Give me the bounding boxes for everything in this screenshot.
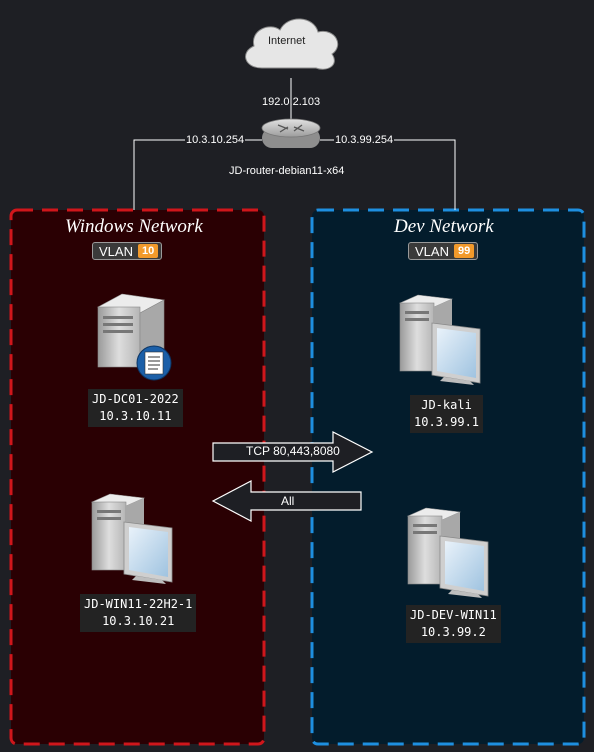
flow-label-all: All xyxy=(281,494,295,508)
host-label-dc01: JD-DC01-2022 10.3.10.11 xyxy=(88,389,183,427)
workstation-icon xyxy=(90,493,173,584)
flow-arrow-left xyxy=(211,480,362,522)
dev-network-title: Dev Network xyxy=(394,216,494,237)
host-ip: 10.3.10.11 xyxy=(99,409,172,423)
host-label-win11: JD-WIN11-22H2-1 10.3.10.21 xyxy=(80,594,197,632)
host-name: JD-DEV-WIN11 xyxy=(410,608,497,622)
vlan-id: 10 xyxy=(137,244,159,258)
dev-network-zone xyxy=(310,208,586,746)
workstation-icon xyxy=(398,294,481,385)
router-name: JD-router-debian11-x64 xyxy=(229,165,345,177)
host-label-dev-win11: JD-DEV-WIN11 10.3.99.2 xyxy=(406,605,501,643)
host-ip: 10.3.99.1 xyxy=(414,415,480,429)
router-icon xyxy=(261,118,321,148)
host-name: JD-kali xyxy=(421,398,472,412)
workstation-icon xyxy=(406,507,489,598)
flow-label-tcp: TCP 80,443,8080 xyxy=(246,444,340,458)
vlan-label: VLAN xyxy=(415,243,449,259)
vlan-id: 99 xyxy=(453,244,475,258)
host-name: JD-WIN11-22H2-1 xyxy=(84,597,193,611)
dev-vlan-badge: VLAN 99 xyxy=(408,242,479,260)
windows-network-title: Windows Network xyxy=(65,216,203,237)
vlan-label: VLAN xyxy=(99,243,133,259)
windows-network-zone xyxy=(9,208,266,746)
host-label-kali: JD-kali 10.3.99.1 xyxy=(410,395,484,433)
host-name: JD-DC01-2022 xyxy=(92,392,179,406)
router-right-ip: 10.3.99.254 xyxy=(334,134,395,146)
server-icon xyxy=(97,293,172,381)
host-ip: 10.3.99.2 xyxy=(420,625,486,639)
host-ip: 10.3.10.21 xyxy=(102,614,175,628)
internet-cloud-icon xyxy=(245,18,339,70)
windows-vlan-badge: VLAN 10 xyxy=(92,242,163,260)
internet-ip: 192.0.2.103 xyxy=(262,96,321,108)
flow-arrow-right xyxy=(212,431,374,473)
internet-label: Internet xyxy=(268,35,306,47)
router-left-ip: 10.3.10.254 xyxy=(185,134,246,146)
